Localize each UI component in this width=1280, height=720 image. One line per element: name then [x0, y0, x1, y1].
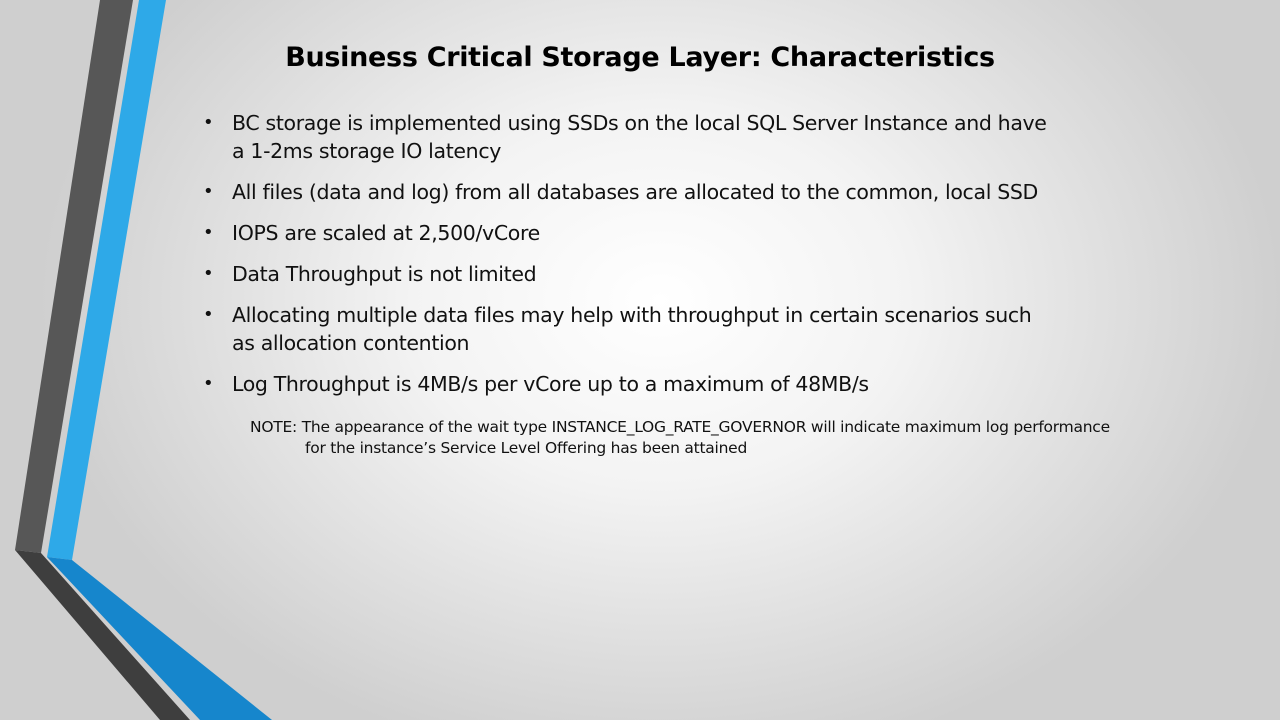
bullet-marker: • [203, 112, 214, 133]
list-item: • All files (data and log) from all data… [200, 178, 1060, 206]
gray-stripe-upper [15, 0, 133, 553]
note-text: NOTE: The appearance of the wait type IN… [250, 418, 1110, 457]
bullet-text: Allocating multiple data files may help … [232, 303, 1032, 355]
bullet-marker: • [203, 373, 214, 394]
blue-stripe-upper [47, 0, 166, 560]
bullet-text: All files (data and log) from all databa… [232, 180, 1038, 204]
bullet-marker: • [203, 304, 214, 325]
bullet-text: Data Throughput is not limited [232, 262, 537, 286]
blue-stripe-lower [47, 557, 272, 720]
bullet-text: Log Throughput is 4MB/s per vCore up to … [232, 372, 869, 396]
bullet-marker: • [203, 263, 214, 284]
bullet-text: IOPS are scaled at 2,500/vCore [232, 221, 540, 245]
list-item: • Data Throughput is not limited [200, 260, 1060, 288]
slide-title: Business Critical Storage Layer: Charact… [285, 42, 995, 73]
list-item: • BC storage is implemented using SSDs o… [200, 109, 1060, 165]
bullet-list: • BC storage is implemented using SSDs o… [200, 109, 1060, 411]
list-item: • Log Throughput is 4MB/s per vCore up t… [200, 370, 1060, 398]
gray-stripe-lower [15, 550, 190, 720]
list-item: • IOPS are scaled at 2,500/vCore [200, 219, 1060, 247]
bullet-text: BC storage is implemented using SSDs on … [232, 111, 1047, 163]
bullet-marker: • [203, 181, 214, 202]
list-item: • Allocating multiple data files may hel… [200, 301, 1060, 357]
bullet-marker: • [203, 222, 214, 243]
